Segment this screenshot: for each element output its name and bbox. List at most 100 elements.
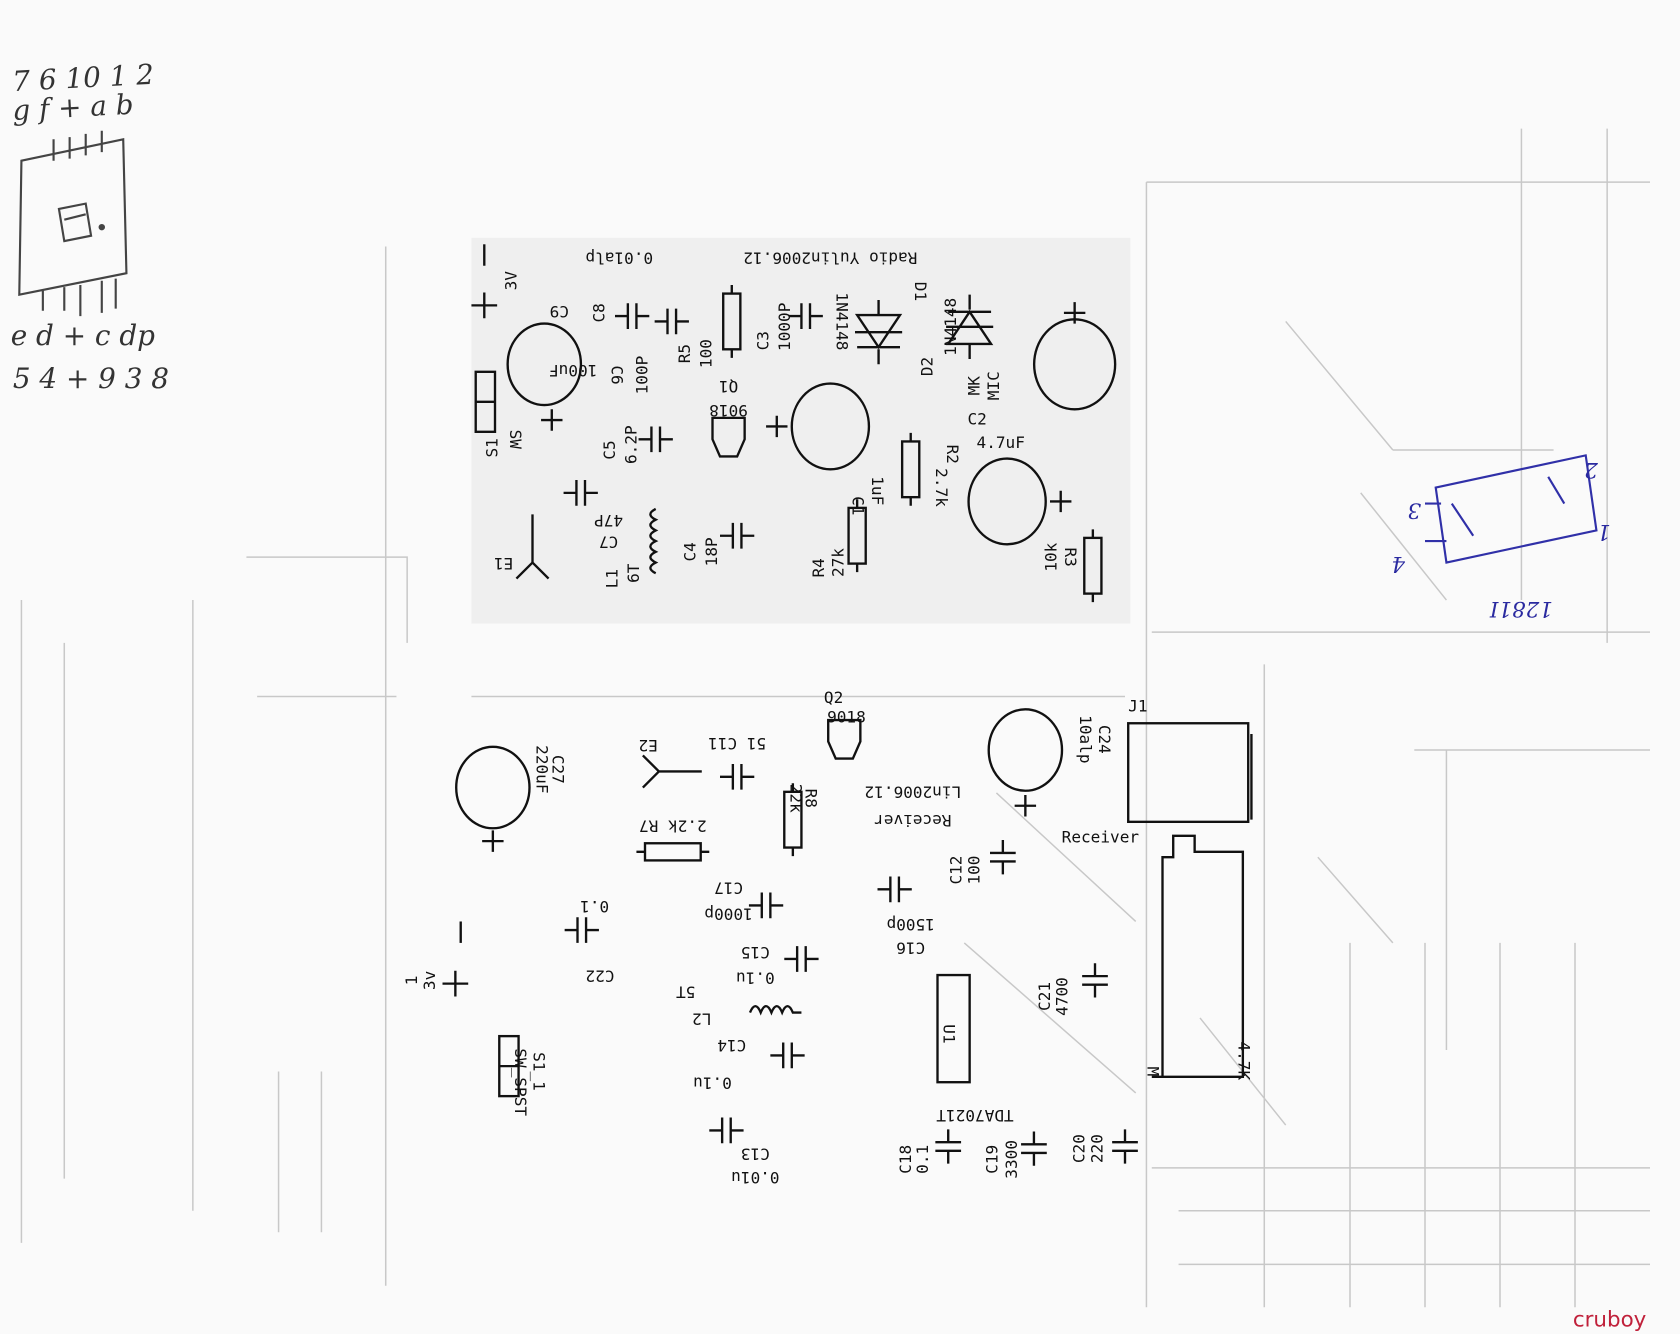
bottom-board-label: C21 (1035, 982, 1054, 1011)
top-board-label: R5 (675, 344, 694, 363)
inductor-symbol (649, 507, 659, 575)
bottom-board-label: SW_SPST (511, 1048, 530, 1116)
switch-symbol (474, 370, 497, 433)
bottom-board-label: C16 (896, 939, 925, 958)
bottom-board-label: 22k (787, 784, 806, 813)
bottom-board-label: J1 (1128, 697, 1147, 716)
pen-component-sketch (1425, 454, 1598, 564)
bottom-board-label: 2.2k R7 (639, 817, 707, 836)
capacitor-symbol (788, 303, 823, 329)
top-board-label: MIC (984, 371, 1003, 400)
bottom-board-label: L2 (692, 1009, 711, 1028)
capacitor-symbol (990, 840, 1016, 875)
bottom-board-label: C14 (717, 1036, 746, 1055)
switch-symbol (498, 1034, 520, 1098)
transistor-symbol (711, 416, 746, 458)
bottom-board-label: 4700 (1052, 977, 1071, 1016)
top-board-label: 1N4148 (941, 298, 960, 356)
top-board-label: 10k (1042, 542, 1061, 571)
antenna-symbol (642, 754, 702, 789)
top-board-label: 6.2P (622, 425, 641, 464)
top-board-label: C7 (599, 533, 618, 552)
bleed-through-background (20, 128, 1650, 1308)
bottom-board-label: U1 (940, 1024, 959, 1043)
capacitor-symbol (877, 876, 912, 903)
handwritten-pin-note: g f + a b (11, 88, 134, 127)
bottom-board-label: E2 (639, 736, 658, 755)
capacitor-symbol (564, 917, 599, 943)
bottom-board-label: 3v (420, 971, 439, 990)
top-board-label: C1 (849, 496, 868, 515)
transistor-symbol (827, 718, 862, 760)
handwritten-pen-note: 4 (1391, 551, 1406, 576)
capacitor-symbol (709, 1117, 744, 1144)
electrolytic-capacitor-symbol (1032, 302, 1117, 411)
top-board-label: 100P (632, 356, 651, 395)
bottom-board-label: 0.01u (731, 1168, 779, 1187)
capacitor-symbol (654, 308, 689, 335)
capacitor-symbol (748, 892, 784, 919)
resistor-symbol (847, 499, 867, 573)
component-symbols (442, 244, 1253, 1166)
top-board-label: C8 (590, 303, 609, 322)
bottom-board-label: C24 (1095, 725, 1114, 754)
bottom-board-label: 1000p (704, 904, 752, 923)
top-board-label: 9018 (709, 401, 748, 420)
speaker-outline (1151, 834, 1245, 1079)
top-board-label: 6T (624, 563, 643, 583)
top-board-label: C3 (753, 331, 772, 350)
resistor-symbol (636, 842, 710, 862)
resistor-symbol (783, 783, 803, 857)
bottom-board-label: TDA7021T (936, 1106, 1014, 1125)
bottom-board-label: 0.1u (693, 1074, 732, 1093)
diode-symbol (854, 300, 903, 365)
electrolytic-capacitor-symbol (766, 382, 871, 471)
capacitor-symbol (563, 480, 598, 506)
handwritten-pen-note: 2 (1584, 457, 1599, 482)
handwritten-pen-note: 1 (1597, 519, 1611, 544)
capacitor-symbol (1082, 963, 1108, 998)
top-board-label: C5 (600, 440, 619, 459)
bottom-board-label: 10alp (1076, 715, 1095, 763)
electrolytic-capacitor-symbol (455, 745, 531, 852)
bottom-board-label: 5T (676, 983, 696, 1002)
top-board-label: C6 (608, 365, 627, 384)
bottom-board-label: Lin2006.12 (864, 782, 961, 801)
plus-terminal (471, 292, 498, 319)
ic-u1-tda7021t (936, 973, 971, 1084)
bottom-board-label: C19 (983, 1145, 1002, 1174)
top-board-label: 18P (702, 537, 721, 566)
bottom-board-label: C13 (741, 1144, 770, 1163)
top-board-label: 0.01alp (585, 249, 653, 268)
top-board-label: Radio Yulin2006.12 (743, 249, 917, 268)
handwritten-pin-note: 5 4 + 9 3 8 (13, 362, 169, 395)
top-board-label: MK (965, 376, 984, 396)
bottom-board-label: 3300 (1002, 1140, 1021, 1179)
capacitor-symbol (720, 763, 755, 790)
bottom-board-label: R8 (802, 789, 821, 808)
electrolytic-capacitor-symbol (987, 708, 1064, 817)
inductor-symbol (748, 1004, 802, 1016)
handwritten-pen-note: 1281I (1489, 596, 1552, 621)
top-board-label: E1 (494, 554, 513, 573)
bottom-board-label: Q2 (824, 688, 843, 707)
top-board-label: R4 (809, 558, 828, 577)
capacitor-symbol (770, 1042, 805, 1069)
resistor-symbol (900, 432, 921, 506)
bottom-board-label: 220uF (533, 745, 552, 793)
bottom-board-label: 0.1 (913, 1145, 932, 1174)
top-board-label: C2 (967, 410, 986, 429)
jack-j1 (1127, 722, 1250, 824)
bottom-board-label: C22 (585, 967, 614, 986)
capacitor-symbol (784, 946, 819, 972)
top-board-label: R3 (1061, 548, 1080, 567)
top-board-label: 100 (697, 339, 716, 368)
top-board-label: S1 (482, 438, 501, 457)
bottom-board-label: 9018 (827, 707, 866, 726)
bottom-board-label: 0.1 (580, 897, 609, 916)
bottom-board-label: C20 (1070, 1134, 1089, 1163)
top-board-label: 1uF (868, 476, 887, 505)
bottom-board-label: C12 (946, 856, 965, 885)
bottom-board-label: 4.7K (1234, 1041, 1253, 1080)
